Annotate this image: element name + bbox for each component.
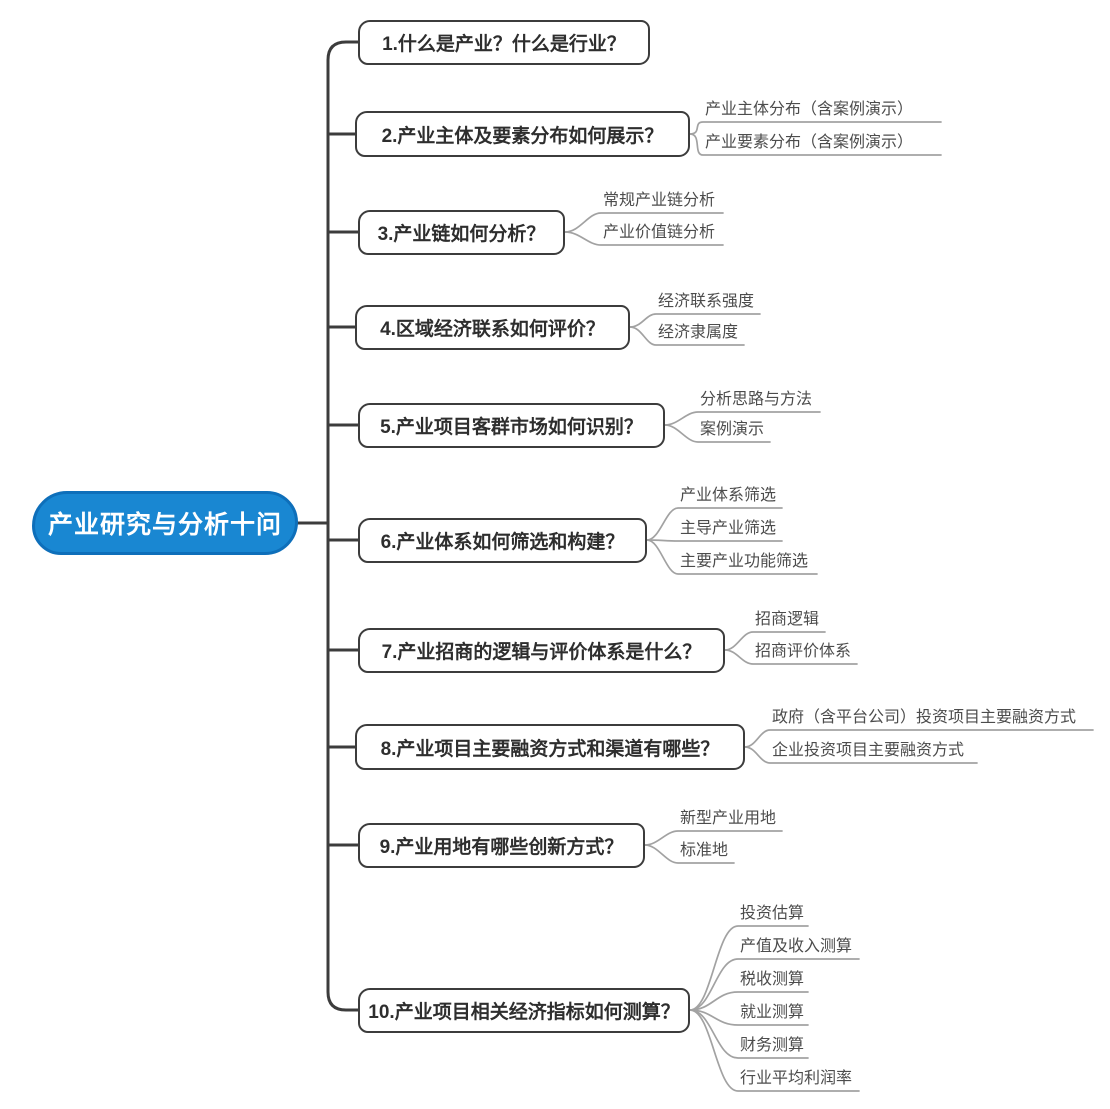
subtopic-5-1[interactable]: 分析思路与方法 (700, 391, 813, 408)
subtopic-10-1[interactable]: 投资估算 (740, 905, 805, 922)
branch-9-topic[interactable]: 9.产业用地有哪些创新方式？ (358, 823, 645, 868)
branch-8-topic[interactable]: 8.产业项目主要融资方式和渠道有哪些？ (355, 724, 745, 770)
subtopic-10-6[interactable]: 行业平均利润率 (740, 1070, 853, 1087)
subtopic-10-2[interactable]: 产值及收入测算 (740, 938, 853, 955)
branch-5-topic[interactable]: 5.产业项目客群市场如何识别？ (358, 403, 665, 448)
subtopic-6-2[interactable]: 主导产业筛选 (680, 520, 777, 537)
branch-3-topic[interactable]: 3.产业链如何分析？ (358, 210, 565, 255)
subtopic-6-1[interactable]: 产业体系筛选 (680, 487, 777, 504)
branch-7-topic[interactable]: 7.产业招商的逻辑与评价体系是什么？ (358, 628, 725, 673)
subtopic-4-1[interactable]: 经济联系强度 (658, 293, 755, 310)
subtopic-9-1[interactable]: 新型产业用地 (680, 810, 777, 827)
branch-2-topic[interactable]: 2.产业主体及要素分布如何展示？ (355, 111, 690, 157)
subtopic-8-2[interactable]: 企业投资项目主要融资方式 (772, 742, 965, 759)
subtopic-8-1[interactable]: 政府（含平台公司）投资项目主要融资方式 (772, 709, 1077, 726)
subtopic-5-2[interactable]: 案例演示 (700, 421, 765, 438)
root-topic[interactable]: 产业研究与分析十问 (32, 491, 298, 555)
subtopic-10-3[interactable]: 税收测算 (740, 971, 805, 988)
subtopic-2-1[interactable]: 产业主体分布（含案例演示） (705, 101, 914, 118)
subtopic-10-4[interactable]: 就业测算 (740, 1004, 805, 1021)
subtopic-9-2[interactable]: 标准地 (680, 842, 729, 859)
subtopic-7-1[interactable]: 招商逻辑 (755, 611, 820, 628)
branch-10-topic[interactable]: 10.产业项目相关经济指标如何测算？ (358, 988, 690, 1033)
subtopic-3-1[interactable]: 常规产业链分析 (603, 192, 716, 209)
branch-1-topic[interactable]: 1.什么是产业？什么是行业？ (358, 20, 650, 65)
branch-6-topic[interactable]: 6.产业体系如何筛选和构建？ (358, 518, 647, 563)
subtopic-6-3[interactable]: 主要产业功能筛选 (680, 553, 809, 570)
subtopic-7-2[interactable]: 招商评价体系 (755, 643, 852, 660)
subtopic-3-2[interactable]: 产业价值链分析 (603, 224, 716, 241)
subtopic-2-2[interactable]: 产业要素分布（含案例演示） (705, 134, 914, 151)
subtopic-4-2[interactable]: 经济隶属度 (658, 324, 739, 341)
branch-4-topic[interactable]: 4.区域经济联系如何评价？ (355, 305, 630, 350)
subtopic-10-5[interactable]: 财务测算 (740, 1037, 805, 1054)
